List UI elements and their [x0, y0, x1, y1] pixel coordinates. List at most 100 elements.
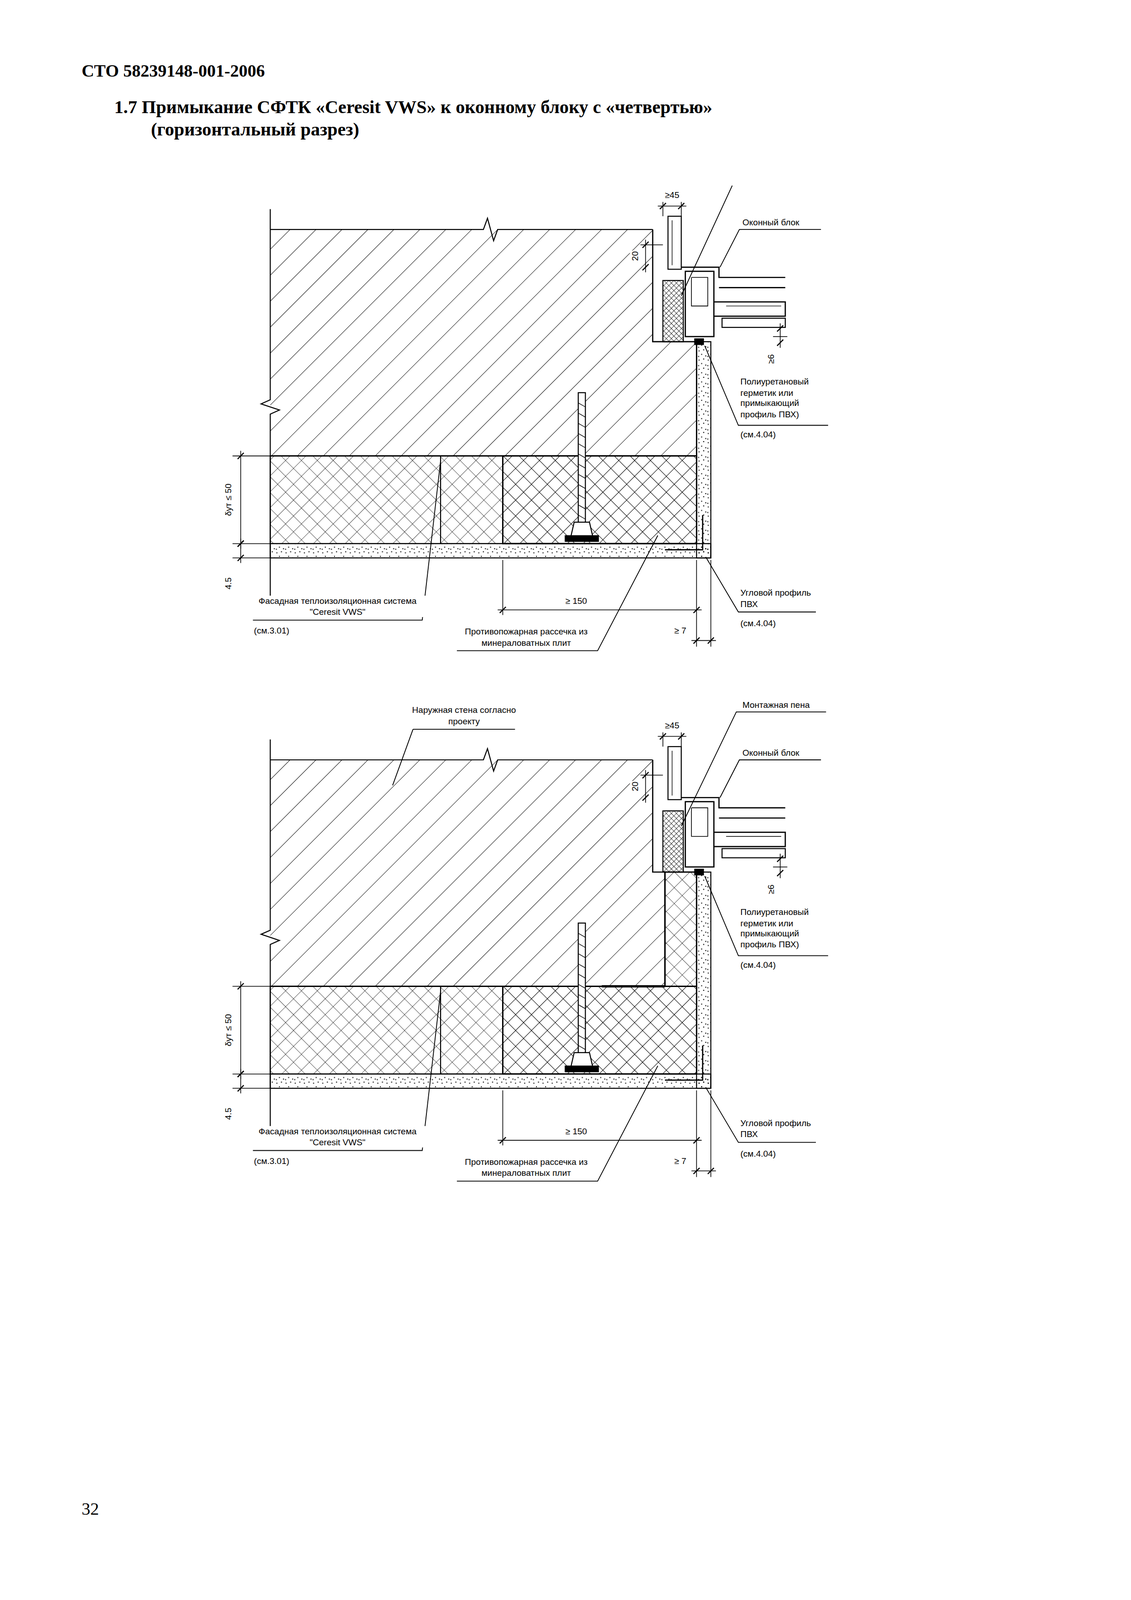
- part-label: Противопожарная рассечка из минераловатн…: [458, 626, 594, 649]
- extension-line: [680, 732, 682, 747]
- window-sash: [713, 832, 786, 847]
- dowel-shaft: [578, 392, 586, 536]
- dimension-line: [240, 980, 242, 1080]
- dowel-rib: [578, 1004, 586, 1009]
- leader-line: [720, 759, 821, 798]
- dimension: ≥45: [664, 720, 681, 732]
- window-chamber: [671, 750, 673, 796]
- dowel-rib: [578, 1014, 586, 1019]
- dowel-rib: [578, 474, 586, 479]
- dimension-tick: [659, 733, 666, 740]
- section-detail: [232, 711, 829, 1182]
- extension-line: [680, 202, 682, 217]
- base-plaster: [270, 1073, 711, 1089]
- leader-line: [720, 229, 821, 268]
- dowel-rib: [578, 484, 586, 489]
- dimension: ≥6: [765, 883, 777, 896]
- dimension: 20: [629, 249, 641, 262]
- dimension-tick: [642, 241, 649, 248]
- dowel-rib: [578, 504, 586, 509]
- dowel-plate: [565, 535, 599, 542]
- dowel-rib: [578, 443, 586, 448]
- part-label: Полиуретановый герметик или примыкающий …: [739, 906, 834, 950]
- dimension-tick: [642, 264, 649, 270]
- dimension-tick: [642, 772, 649, 779]
- window-bead: [668, 216, 682, 270]
- page-number: 32: [81, 1499, 99, 1520]
- extension-line: [696, 560, 698, 647]
- wall-outline: [270, 229, 697, 456]
- dowel-rib: [578, 963, 586, 968]
- dowel-head: [570, 1052, 593, 1066]
- dimension-line: [779, 853, 781, 879]
- dimension-tick: [693, 1136, 700, 1143]
- dowel-rib: [578, 1024, 586, 1029]
- extension-line: [696, 1090, 698, 1178]
- reference-note: (см.4.04): [739, 429, 777, 441]
- insulation-board: [270, 985, 697, 1074]
- reference-note: (см.3.01): [253, 625, 291, 637]
- reference-note: (см.3.01): [253, 1155, 291, 1167]
- dimension-tick: [237, 555, 244, 561]
- dimension-tick: [777, 339, 784, 346]
- window-bead: [668, 746, 682, 800]
- dowel-rib: [578, 1045, 586, 1050]
- dimension-tick: [237, 1084, 244, 1091]
- wall-section: [270, 229, 697, 456]
- window-sash: [721, 848, 786, 858]
- page-title: 1.7 Примыкание СФТК «Ceresit VWS» к окон…: [114, 96, 784, 141]
- part-label: Угловой профиль ПВХ: [739, 1117, 823, 1140]
- window-chamber: [671, 220, 673, 265]
- wall-outline: [270, 759, 665, 986]
- dowel-rib: [578, 494, 586, 499]
- dimension-tick: [659, 202, 666, 209]
- section-detail: [232, 185, 829, 651]
- dimension-tick: [237, 452, 244, 459]
- dimension-line: [240, 450, 242, 549]
- dimension-line: [779, 323, 781, 348]
- window-frame: [719, 286, 786, 289]
- dimension: ≥ 7: [673, 625, 688, 637]
- dimension-tick: [693, 607, 700, 613]
- dimension: ≥ 150: [564, 595, 589, 607]
- dimension: ≥6: [765, 352, 777, 365]
- insulation-board: [270, 456, 697, 544]
- dowel-rib: [578, 953, 586, 958]
- extension-line: [502, 560, 504, 616]
- extension-line: [232, 557, 271, 559]
- dimension-line: [240, 538, 242, 564]
- dimension: δут ≤ 50: [223, 482, 234, 517]
- base-plaster: [270, 543, 711, 558]
- frame-chamber: [691, 807, 708, 837]
- dowel-rib: [578, 463, 586, 468]
- board-joint: [440, 985, 441, 1074]
- fire-barrier: [664, 871, 697, 986]
- leader-line: [681, 711, 827, 826]
- dimension-tick: [693, 1167, 700, 1174]
- reveal-plaster: [696, 341, 711, 558]
- extension-line: [710, 560, 712, 647]
- dowel-shaft: [578, 923, 586, 1066]
- dowel-rib: [578, 1035, 586, 1040]
- leader-line: [392, 729, 414, 786]
- dimension: 4.5: [223, 576, 234, 591]
- dimension: ≥45: [664, 189, 681, 201]
- break-line: [270, 748, 654, 771]
- dimension-tick: [693, 637, 700, 644]
- dimension-tick: [707, 1167, 714, 1174]
- extension-line: [710, 1090, 712, 1178]
- mounting-foam: [663, 810, 684, 872]
- dimension: δут ≤ 50: [223, 1012, 234, 1048]
- dimension-tick: [777, 855, 784, 862]
- extension-line: [640, 244, 663, 246]
- document-code: СТО 58239148-001-2006: [81, 61, 265, 82]
- dowel-rib: [578, 433, 586, 438]
- leader-line: [456, 1065, 659, 1182]
- dimension-line: [497, 1139, 702, 1141]
- dowel-rib: [578, 514, 586, 519]
- dowel-rib: [578, 994, 586, 999]
- dowel-rib: [578, 933, 586, 938]
- part-label: Фасадная теплоизоляционная система "Cere…: [247, 1125, 428, 1148]
- mounting-foam: [663, 280, 684, 342]
